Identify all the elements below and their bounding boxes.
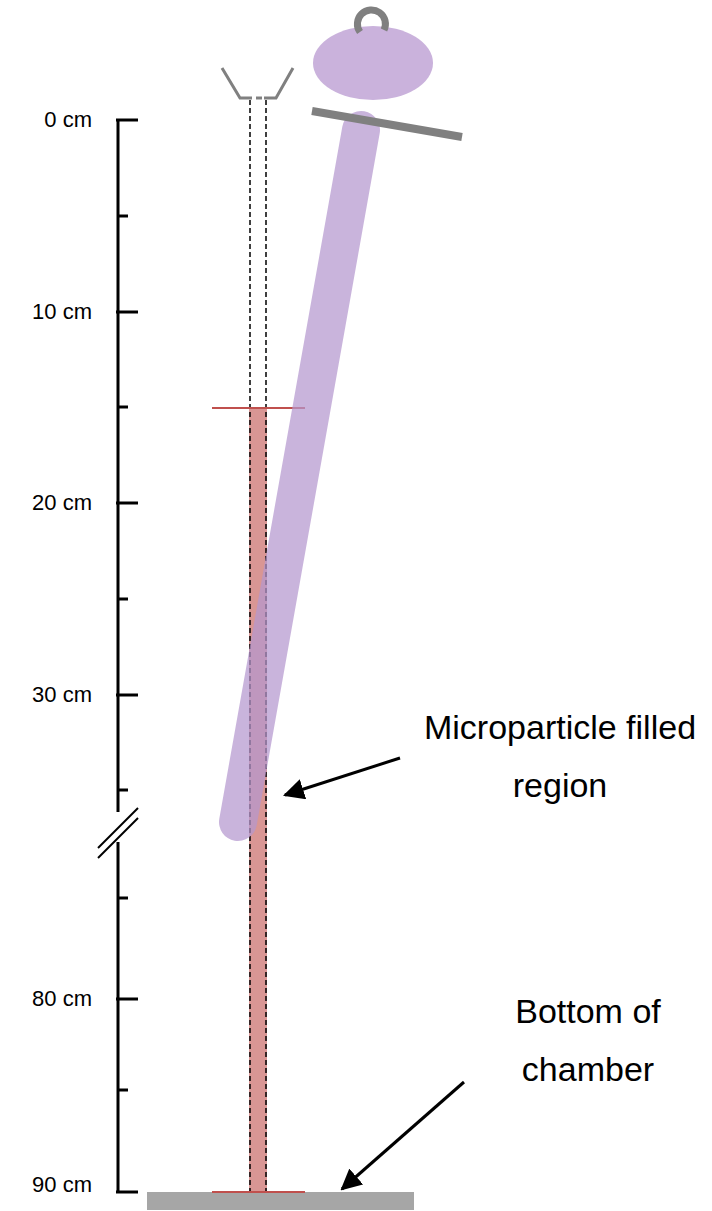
leader-arrow	[342, 1082, 464, 1189]
mount-bar	[312, 111, 462, 137]
scale-label: 80 cm	[32, 986, 92, 1012]
scale-label: 30 cm	[32, 682, 92, 708]
scale-label: 90 cm	[32, 1172, 92, 1198]
callout-label: Bottom of chamber	[470, 982, 706, 1098]
region-top-line	[212, 407, 305, 409]
scale-label: 10 cm	[32, 299, 92, 325]
probe-head	[313, 26, 433, 100]
hook	[357, 10, 385, 32]
ruler	[98, 120, 138, 1192]
region-bottom-line	[212, 1191, 305, 1193]
scale-label: 20 cm	[32, 490, 92, 516]
callout-label: Microparticle filled region	[420, 698, 700, 814]
funnel	[222, 68, 293, 98]
leader-arrow	[285, 758, 400, 795]
scale-label: 0 cm	[44, 107, 92, 133]
chamber-bottom	[147, 1192, 414, 1210]
probe-rod	[238, 130, 361, 822]
